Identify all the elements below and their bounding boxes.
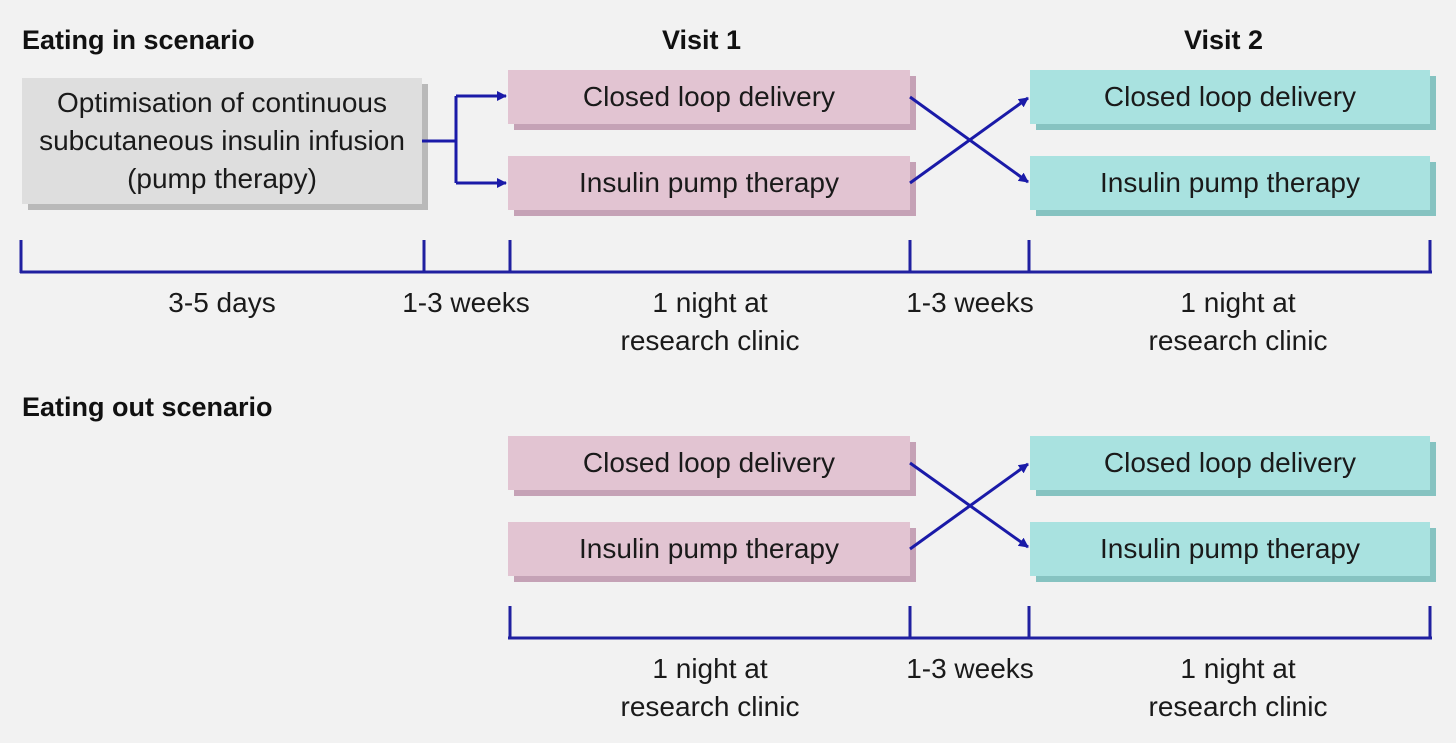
out-seg3-line2: research clinic	[1148, 691, 1328, 722]
in-seg1-text: 3-5 days	[168, 287, 276, 318]
out-seg2-text: 1-3 weeks	[906, 653, 1034, 684]
eating-in-heading: Eating in scenario	[22, 25, 255, 55]
out-timeline-label-visit2-night: 1 night at research clinic	[1149, 650, 1328, 726]
in-timeline-label-1-3-weeks-b: 1-3 weeks	[906, 284, 1034, 322]
split-arrow	[422, 91, 507, 188]
in-seg3-line2: research clinic	[620, 325, 800, 356]
in-visit1-closed-loop-label: Closed loop delivery	[582, 81, 836, 112]
in-seg5-line1: 1 night at	[1180, 287, 1296, 318]
out-visit2-closed-loop-box: Closed loop delivery	[1030, 436, 1430, 490]
in-visit2-closed-loop-box: Closed loop delivery	[1030, 70, 1430, 124]
in-cross-arrow-up	[909, 96, 1029, 185]
out-visit1-closed-loop-label: Closed loop delivery	[582, 447, 836, 478]
out-timeline-label-visit1-night: 1 night at research clinic	[621, 650, 800, 726]
out-visit1-closed-loop-box: Closed loop delivery	[508, 436, 910, 490]
eating-out-heading: Eating out scenario	[22, 392, 273, 422]
out-crossover-arrows	[909, 461, 1029, 551]
in-seg5-line2: research clinic	[1148, 325, 1328, 356]
in-seg4-text: 1-3 weeks	[906, 287, 1034, 318]
out-timeline	[508, 606, 1432, 640]
out-cross-arrow-up	[909, 462, 1029, 551]
out-visit1-pump-label: Insulin pump therapy	[579, 533, 839, 564]
out-timeline-label-1-3-weeks: 1-3 weeks	[906, 650, 1034, 688]
in-visit1-pump-label: Insulin pump therapy	[579, 167, 839, 198]
out-visit2-pump-box: Insulin pump therapy	[1030, 522, 1430, 576]
out-seg1-line2: research clinic	[620, 691, 800, 722]
in-timeline-label-visit1-night: 1 night at research clinic	[621, 284, 800, 360]
in-timeline	[19, 240, 1432, 274]
visit1-heading: Visit 1	[662, 25, 742, 55]
out-seg3-line1: 1 night at	[1180, 653, 1296, 684]
in-visit2-pump-label: Insulin pump therapy	[1100, 167, 1360, 198]
in-timeline-label-visit2-night: 1 night at research clinic	[1149, 284, 1328, 360]
in-crossover-arrows	[909, 95, 1029, 185]
in-timeline-label-3-5-days: 3-5 days	[168, 284, 275, 322]
visit2-heading: Visit 2	[1184, 25, 1264, 55]
in-seg2-text: 1-3 weeks	[402, 287, 530, 318]
in-visit2-closed-loop-label: Closed loop delivery	[1103, 81, 1357, 112]
in-visit1-pump-box: Insulin pump therapy	[508, 156, 910, 210]
optimisation-box-label: Optimisation of continuous subcutaneous …	[39, 87, 405, 194]
optimisation-box: Optimisation of continuous subcutaneous …	[22, 78, 422, 204]
in-timeline-label-1-3-weeks-a: 1-3 weeks	[402, 284, 530, 322]
in-visit1-closed-loop-box: Closed loop delivery	[508, 70, 910, 124]
in-seg3-line1: 1 night at	[652, 287, 768, 318]
out-visit2-pump-label: Insulin pump therapy	[1100, 533, 1360, 564]
out-seg1-line1: 1 night at	[652, 653, 768, 684]
out-visit1-pump-box: Insulin pump therapy	[508, 522, 910, 576]
out-visit2-closed-loop-label: Closed loop delivery	[1103, 447, 1357, 478]
in-visit2-pump-box: Insulin pump therapy	[1030, 156, 1430, 210]
